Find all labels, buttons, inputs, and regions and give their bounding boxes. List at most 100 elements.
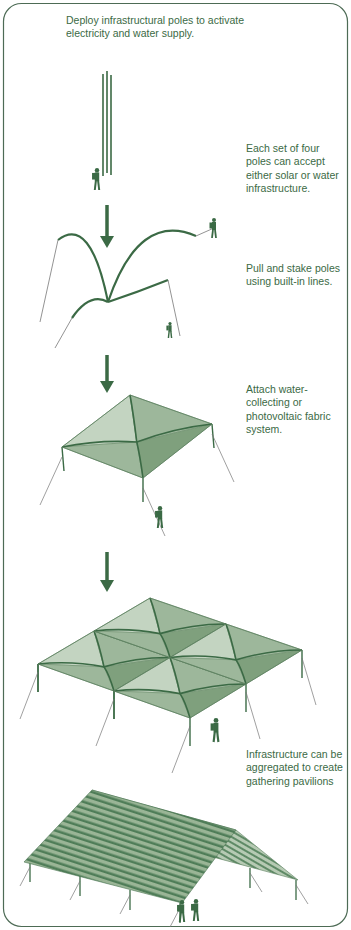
step-arrow (105, 552, 109, 582)
line (142, 478, 143, 502)
person-figure (211, 718, 219, 742)
step-caption: Deploy infrastructural poles to activate… (66, 14, 256, 41)
person-figure (166, 322, 171, 338)
line (295, 880, 296, 900)
line (245, 684, 246, 712)
line (62, 447, 64, 471)
frame (4, 4, 348, 927)
fabric-facet (62, 442, 143, 478)
line (113, 691, 114, 719)
person-figure (191, 899, 198, 921)
illustration-part (180, 913, 181, 922)
bent-pole (72, 299, 108, 318)
pole-rib (62, 441, 137, 447)
step-arrow (105, 355, 109, 383)
illustration-part (194, 899, 198, 903)
fabric-edge (114, 658, 246, 719)
illustration-part (211, 723, 214, 730)
illustration-part (170, 331, 172, 338)
fabric-facet (38, 631, 104, 667)
pole-rib (170, 656, 236, 660)
pole-rib (170, 658, 180, 694)
illustration-part (158, 510, 162, 519)
illustration-part (183, 913, 184, 922)
line (302, 658, 316, 705)
illustration-part (95, 181, 96, 190)
illustration-part (166, 326, 168, 331)
line (143, 488, 165, 536)
pole-rib (236, 650, 302, 660)
pole-rib (130, 395, 137, 442)
line (168, 280, 180, 336)
step-caption: Pull and stake poles using built-in line… (246, 262, 344, 289)
line (37, 664, 38, 692)
line (20, 672, 38, 719)
fabric-edge (62, 395, 212, 478)
line (301, 650, 302, 678)
line (212, 434, 234, 482)
illustration-part (194, 903, 198, 912)
line (120, 895, 130, 914)
pole-rib (114, 690, 180, 694)
person-figure (155, 506, 162, 528)
bent-pole (108, 280, 168, 302)
fabric-facet (170, 624, 236, 660)
arrow-head (100, 580, 114, 592)
bent-pole (108, 231, 196, 302)
pole-rib (38, 663, 104, 667)
illustration-part (214, 723, 219, 733)
bent-pole (58, 234, 108, 302)
arrow-head (100, 236, 114, 248)
illustration-part (95, 172, 99, 181)
step-arrow (105, 205, 109, 238)
illustration-part (197, 912, 198, 921)
illustration-part (212, 230, 213, 239)
illustration-part (210, 223, 213, 229)
fabric-facet (137, 424, 212, 478)
pole-rib (180, 694, 190, 718)
illustration-part (212, 222, 216, 230)
line (96, 699, 114, 746)
illustration-part (95, 168, 99, 172)
illustration-part (214, 732, 215, 742)
illustration-part (168, 325, 171, 331)
illustration-part (214, 718, 219, 723)
illustration-part (92, 173, 95, 180)
fabric-facet (180, 684, 246, 718)
illustration-part (180, 900, 184, 904)
person-figure (210, 218, 217, 238)
person-figure (177, 900, 184, 922)
fabric-facet (62, 395, 137, 447)
line (106, 71, 108, 173)
illustration-part (215, 230, 216, 239)
illustration-part (180, 904, 184, 913)
fabric-facet (114, 658, 180, 694)
line (129, 890, 130, 910)
fabric-facet (94, 598, 160, 634)
pole-rib (104, 667, 114, 691)
fabric-edge (170, 624, 302, 684)
pole-rib (160, 634, 170, 658)
line (37, 664, 38, 692)
line (172, 726, 190, 773)
illustration-part (155, 511, 158, 518)
line (40, 240, 58, 322)
arrow-head (100, 381, 114, 393)
pole-rib (94, 631, 104, 667)
pole-rib (94, 630, 160, 634)
pole-rib (150, 598, 160, 634)
line (296, 885, 308, 904)
pavilion-roof (24, 790, 236, 903)
line (196, 228, 214, 236)
pole-rib (236, 660, 246, 684)
line (70, 881, 80, 900)
illustration-part (191, 904, 194, 911)
illustration-part (212, 218, 216, 222)
pole-rib (180, 684, 246, 694)
fabric-facet (236, 650, 302, 684)
pole-rib (226, 624, 236, 660)
line (102, 74, 104, 176)
illustration-part (158, 506, 162, 510)
